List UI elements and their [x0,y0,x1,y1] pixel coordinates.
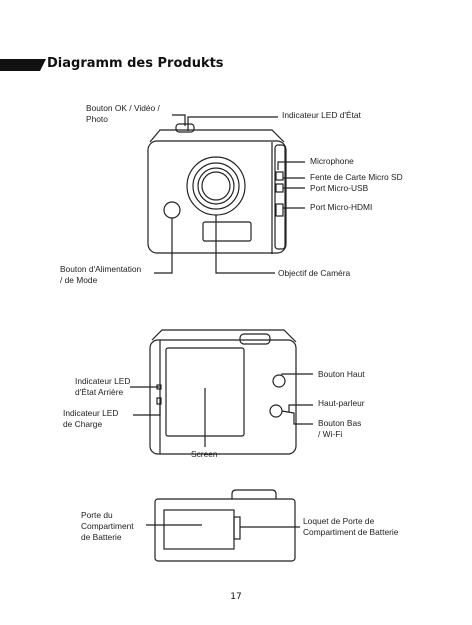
label-lens: Objectif de Caméra [278,268,351,278]
label-down-button: Bouton Bas / Wi-Fi [318,418,362,439]
camera-rear-view [149,329,297,455]
page-title: Diagramm des Produkts [47,56,224,71]
label-usb-port: Port Micro-USB [310,183,369,193]
camera-front-view [147,123,287,254]
label-battery-door: Porte du Compartiment de Batterie [81,510,134,542]
label-power-button: Bouton d'Alimentation / de Mode [60,264,142,285]
label-charge-led: Indicateur LED de Charge [63,408,119,429]
title-bar-decoration [0,59,46,71]
label-door-latch: Loquet de Porte de Compartiment de Batte… [303,516,399,537]
label-microphone: Microphone [310,156,354,166]
camera-bottom-view [154,489,296,562]
label-speaker: Haut-parleur [318,398,365,408]
label-up-button: Bouton Haut [318,369,365,379]
label-sd-slot: Fente de Carte Micro SD [310,172,403,182]
label-status-led: Indicateur LED d'État [282,110,361,120]
label-ok-button: Bouton OK / Vidéo / Photo [86,103,160,124]
page-number: 17 [230,592,242,602]
label-rear-led: Indicateur LED d'État Arrière [75,376,131,397]
label-hdmi-port: Port Micro-HDMI [310,202,373,212]
label-screen: Screen [191,449,218,459]
